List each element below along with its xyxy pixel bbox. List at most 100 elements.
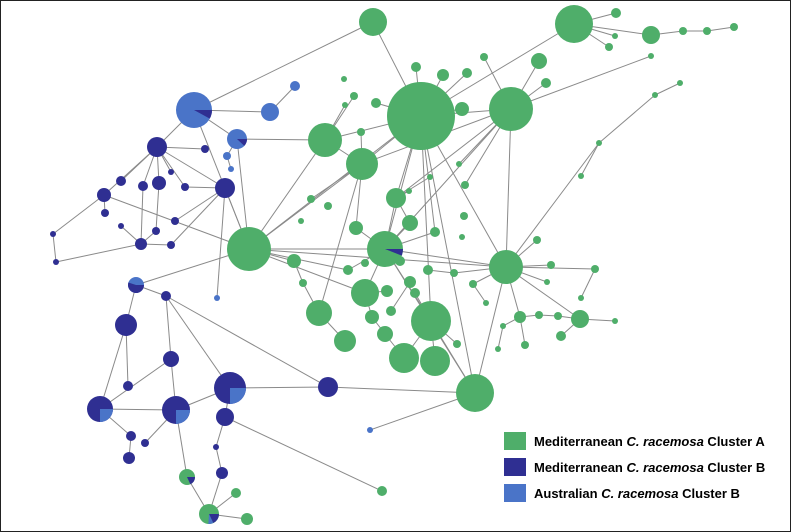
haplotype-node	[612, 318, 618, 324]
haplotype-node	[123, 381, 133, 391]
network-edge	[248, 163, 363, 250]
network-edge	[327, 386, 476, 394]
haplotype-node	[386, 306, 396, 316]
haplotype-node	[228, 166, 234, 172]
haplotype-circle	[514, 311, 526, 323]
haplotype-circle	[456, 374, 494, 412]
haplotype-circle	[216, 408, 234, 426]
haplotype-node	[423, 265, 433, 275]
haplotype-node	[241, 513, 253, 525]
haplotype-node	[642, 26, 660, 44]
haplotype-circle	[141, 439, 149, 447]
network-edge	[384, 248, 507, 268]
haplotype-circle	[138, 181, 148, 191]
haplotype-node	[437, 69, 449, 81]
haplotype-circle	[410, 288, 420, 298]
network-edge	[497, 325, 504, 350]
network-edge	[505, 142, 600, 268]
legend-item-med-cluster-b: Mediterranean C. racemosa Cluster B	[504, 454, 765, 480]
haplotype-node	[324, 202, 332, 210]
legend-label-aus-cluster-b: Australian C. racemosa Cluster B	[534, 485, 740, 501]
haplotype-node	[299, 279, 307, 287]
haplotype-circle	[596, 140, 602, 146]
haplotype-circle	[387, 82, 455, 150]
haplotype-node	[406, 188, 412, 194]
haplotype-circle	[152, 227, 160, 235]
haplotype-circle	[343, 265, 353, 275]
haplotype-circle	[115, 314, 137, 336]
haplotype-circle	[404, 276, 416, 288]
network-edge	[229, 386, 329, 389]
haplotype-circle	[456, 161, 462, 167]
haplotype-node	[556, 331, 566, 341]
haplotype-circle	[118, 223, 124, 229]
haplotype-node	[489, 250, 523, 284]
haplotype-circle	[167, 241, 175, 249]
haplotype-node	[459, 234, 465, 240]
haplotype-node	[298, 218, 304, 224]
haplotype-node	[544, 279, 550, 285]
haplotype-node	[386, 188, 406, 208]
haplotype-node	[215, 178, 235, 198]
haplotype-node	[420, 346, 450, 376]
haplotype-circle	[423, 265, 433, 275]
network-edge	[216, 187, 226, 299]
haplotype-circle	[351, 279, 379, 307]
network-edge	[598, 94, 656, 144]
haplotype-node	[500, 323, 506, 329]
haplotype-node	[611, 8, 621, 18]
haplotype-node	[461, 181, 469, 189]
haplotype-circle	[101, 209, 109, 217]
haplotype-node	[395, 256, 405, 266]
haplotype-circle	[555, 5, 593, 43]
haplotype-node	[168, 169, 174, 175]
haplotype-pie-wedge	[230, 388, 246, 404]
haplotype-circle	[427, 174, 433, 180]
haplotype-node	[462, 68, 472, 78]
haplotype-node	[341, 76, 347, 82]
network-edge	[580, 142, 600, 177]
haplotype-circle	[171, 217, 179, 225]
haplotype-circle	[215, 178, 235, 198]
legend-label-med-cluster-a: Mediterranean C. racemosa Cluster A	[534, 433, 765, 449]
haplotype-node	[402, 215, 418, 231]
haplotype-node	[453, 340, 461, 348]
haplotype-node	[161, 291, 171, 301]
haplotype-circle	[450, 269, 458, 277]
haplotype-circle	[455, 102, 469, 116]
haplotype-circle	[223, 152, 231, 160]
network-edge	[193, 21, 374, 111]
haplotype-node	[381, 285, 393, 297]
haplotype-circle	[361, 259, 369, 267]
haplotype-pie-wedge	[100, 409, 113, 422]
haplotype-circle	[420, 346, 450, 376]
haplotype-circle	[556, 331, 566, 341]
haplotype-node	[591, 265, 599, 273]
haplotype-circle	[241, 513, 253, 525]
haplotype-node	[411, 62, 421, 72]
haplotype-circle	[547, 261, 555, 269]
haplotype-circle	[544, 279, 550, 285]
haplotype-node	[359, 8, 387, 36]
haplotype-circle	[152, 176, 166, 190]
haplotype-node	[730, 23, 738, 31]
network-edge	[318, 163, 363, 314]
network-edge	[99, 358, 172, 410]
haplotype-node	[350, 92, 358, 100]
haplotype-circle	[381, 285, 393, 297]
haplotype-circle	[648, 53, 654, 59]
haplotype-node	[290, 81, 300, 91]
haplotype-node	[213, 444, 219, 450]
haplotype-node	[652, 92, 658, 98]
network-edge	[165, 295, 231, 389]
haplotype-node	[514, 311, 526, 323]
network-edge	[165, 295, 172, 360]
network-edge	[52, 233, 57, 263]
haplotype-circle	[642, 26, 660, 44]
haplotype-node	[138, 181, 148, 191]
haplotype-node	[318, 377, 338, 397]
network-edge	[224, 416, 383, 492]
haplotype-pie-wedge	[208, 514, 214, 525]
haplotype-node	[116, 176, 126, 186]
haplotype-node	[371, 98, 381, 108]
